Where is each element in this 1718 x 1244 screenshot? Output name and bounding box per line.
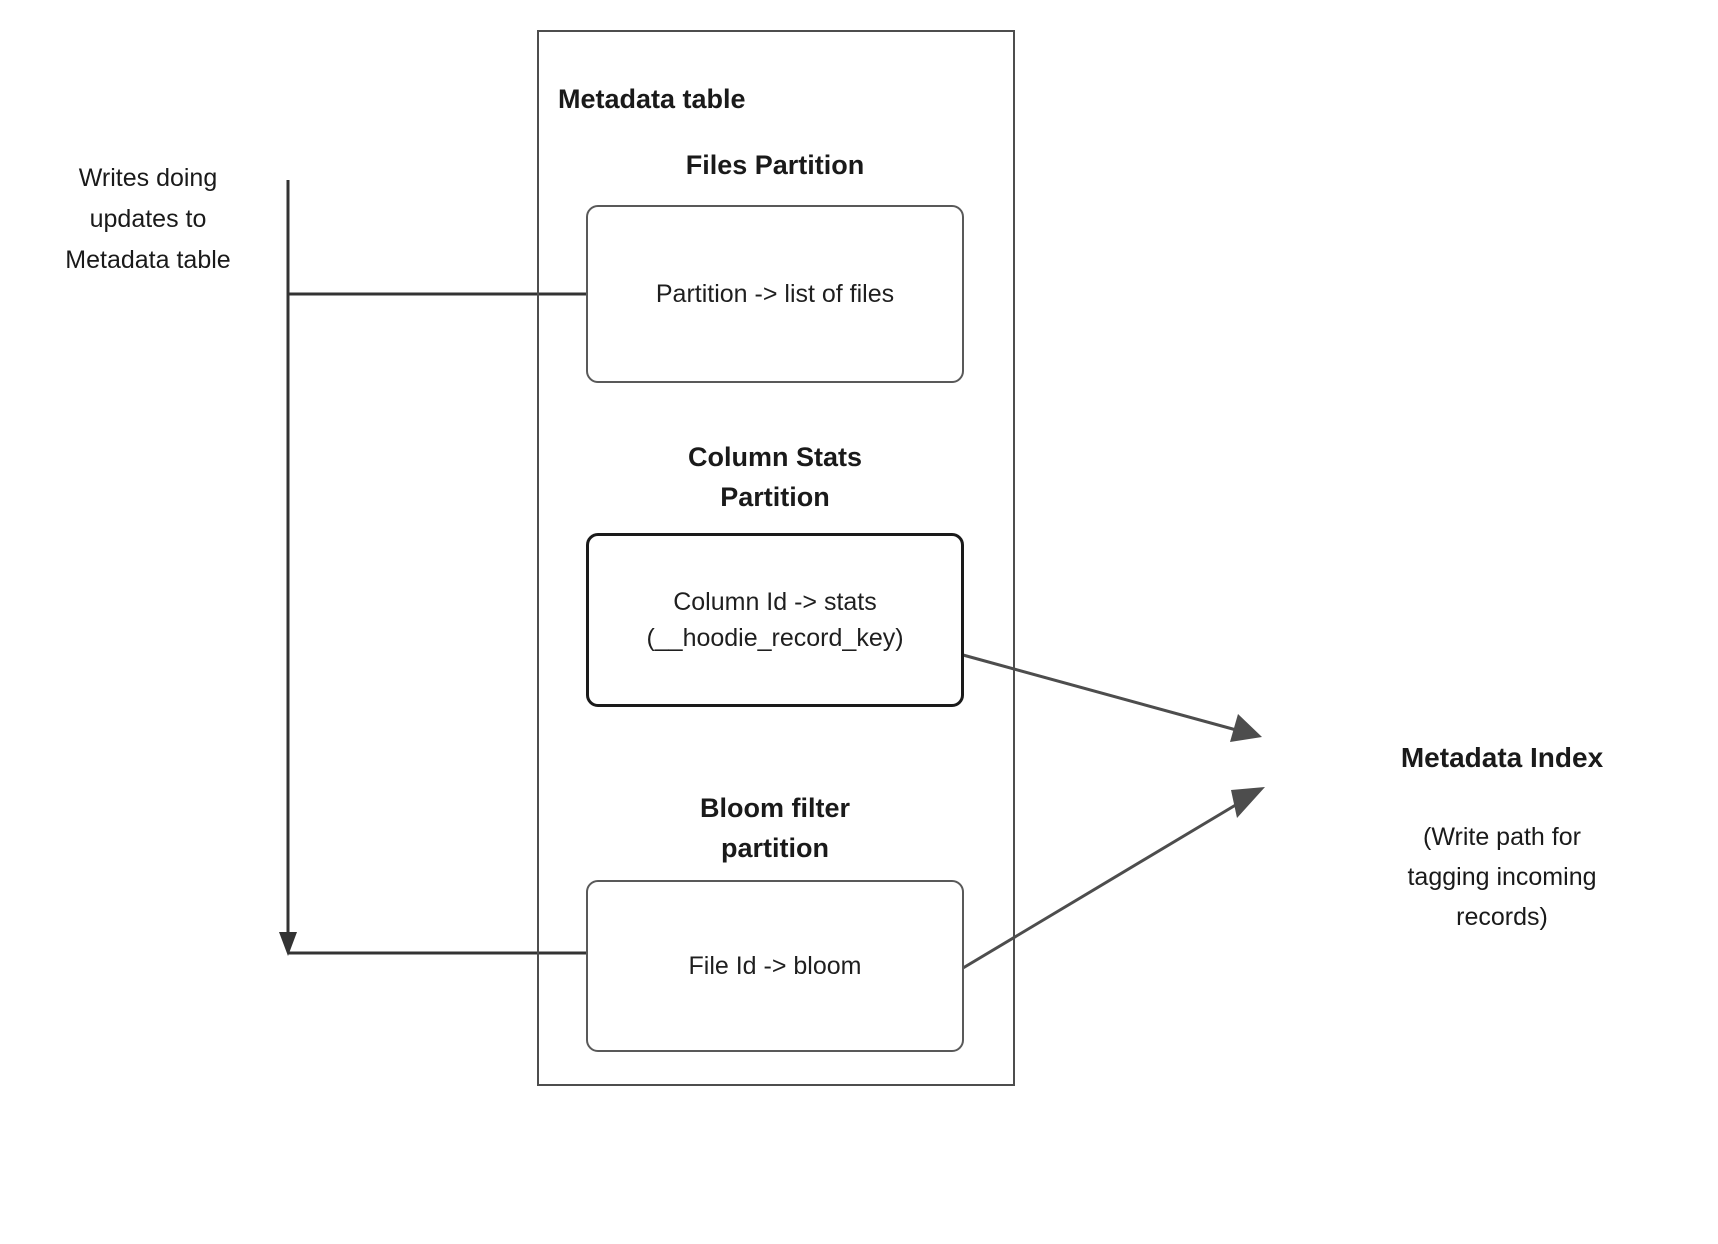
writes-trunk-arrowhead — [279, 932, 297, 956]
files-partition-heading: Files Partition — [685, 150, 865, 180]
writes-updates-note: Writes doing updates to Metadata table — [65, 164, 231, 274]
metadata-table-title: Metadata table — [558, 84, 746, 114]
bloom-filter-partition-heading: Bloom filter partition — [699, 793, 850, 863]
bloom-to-index-arrowhead — [1231, 787, 1265, 818]
bloom-filter-partition-box: File Id -> bloom — [586, 880, 964, 1052]
bloom-filter-partition-box-text: File Id -> bloom — [688, 952, 862, 980]
metadata-table-container — [537, 30, 1015, 1086]
colstats-to-index-arrowhead — [1230, 714, 1262, 742]
files-partition-box-text: Partition -> list of files — [655, 280, 895, 308]
metadata-index-title: Metadata Index — [1400, 742, 1604, 773]
column-stats-partition-heading: Column Stats Partition — [687, 442, 862, 512]
column-stats-partition-box-text: Column Id -> stats (__hoodie_record_key) — [646, 588, 904, 652]
metadata-index-note: (Write path for tagging incoming records… — [1407, 823, 1597, 931]
files-partition-box: Partition -> list of files — [586, 205, 964, 383]
column-stats-partition-box: Column Id -> stats (__hoodie_record_key) — [586, 533, 964, 707]
